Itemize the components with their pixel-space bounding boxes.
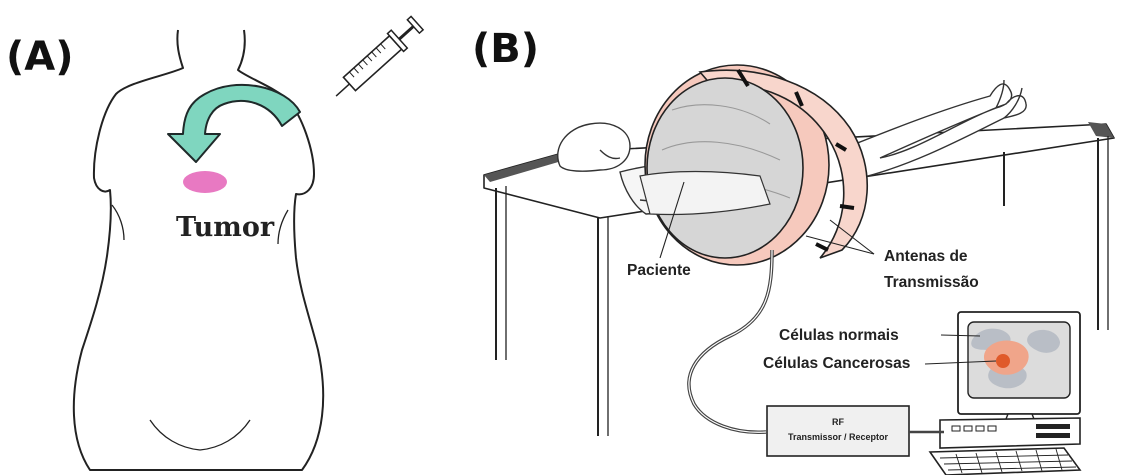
computer-base	[940, 418, 1080, 448]
syringe-icon	[328, 14, 425, 105]
normal-cells-label: Células normais	[779, 327, 899, 344]
computer-monitor	[958, 312, 1080, 424]
panel-a: (A) Tumor	[6, 14, 425, 470]
panel-b: (B)	[472, 26, 1114, 475]
antenna-label-line-1: Antenas de	[884, 248, 968, 265]
ring-inner	[647, 78, 803, 258]
rf-box: RF Transmissor / Receptor	[767, 406, 909, 456]
torso-crease-right	[278, 210, 288, 244]
computer-keyboard	[930, 448, 1080, 475]
buttock-line-left	[150, 420, 200, 450]
patient-head	[558, 123, 630, 171]
injection-path-arrow	[168, 85, 300, 162]
cancer-cells-label: Células Cancerosas	[763, 355, 910, 372]
tumor-ellipse	[183, 171, 227, 193]
panel-a-label: (A)	[6, 34, 74, 80]
antenna-label-line-2: Transmissão	[884, 274, 979, 291]
cable-inner	[689, 250, 772, 432]
cable	[689, 250, 772, 432]
torso-crease-left	[112, 205, 124, 240]
tumor-label: Tumor	[176, 212, 275, 243]
buttock-line-right	[200, 420, 250, 450]
cancer-cell-dot	[996, 354, 1010, 368]
panel-b-label: (B)	[472, 26, 539, 72]
patient-label: Paciente	[627, 262, 691, 279]
rf-box-subtitle: Transmissor / Receptor	[788, 432, 889, 442]
rf-box-title: RF	[832, 417, 844, 427]
